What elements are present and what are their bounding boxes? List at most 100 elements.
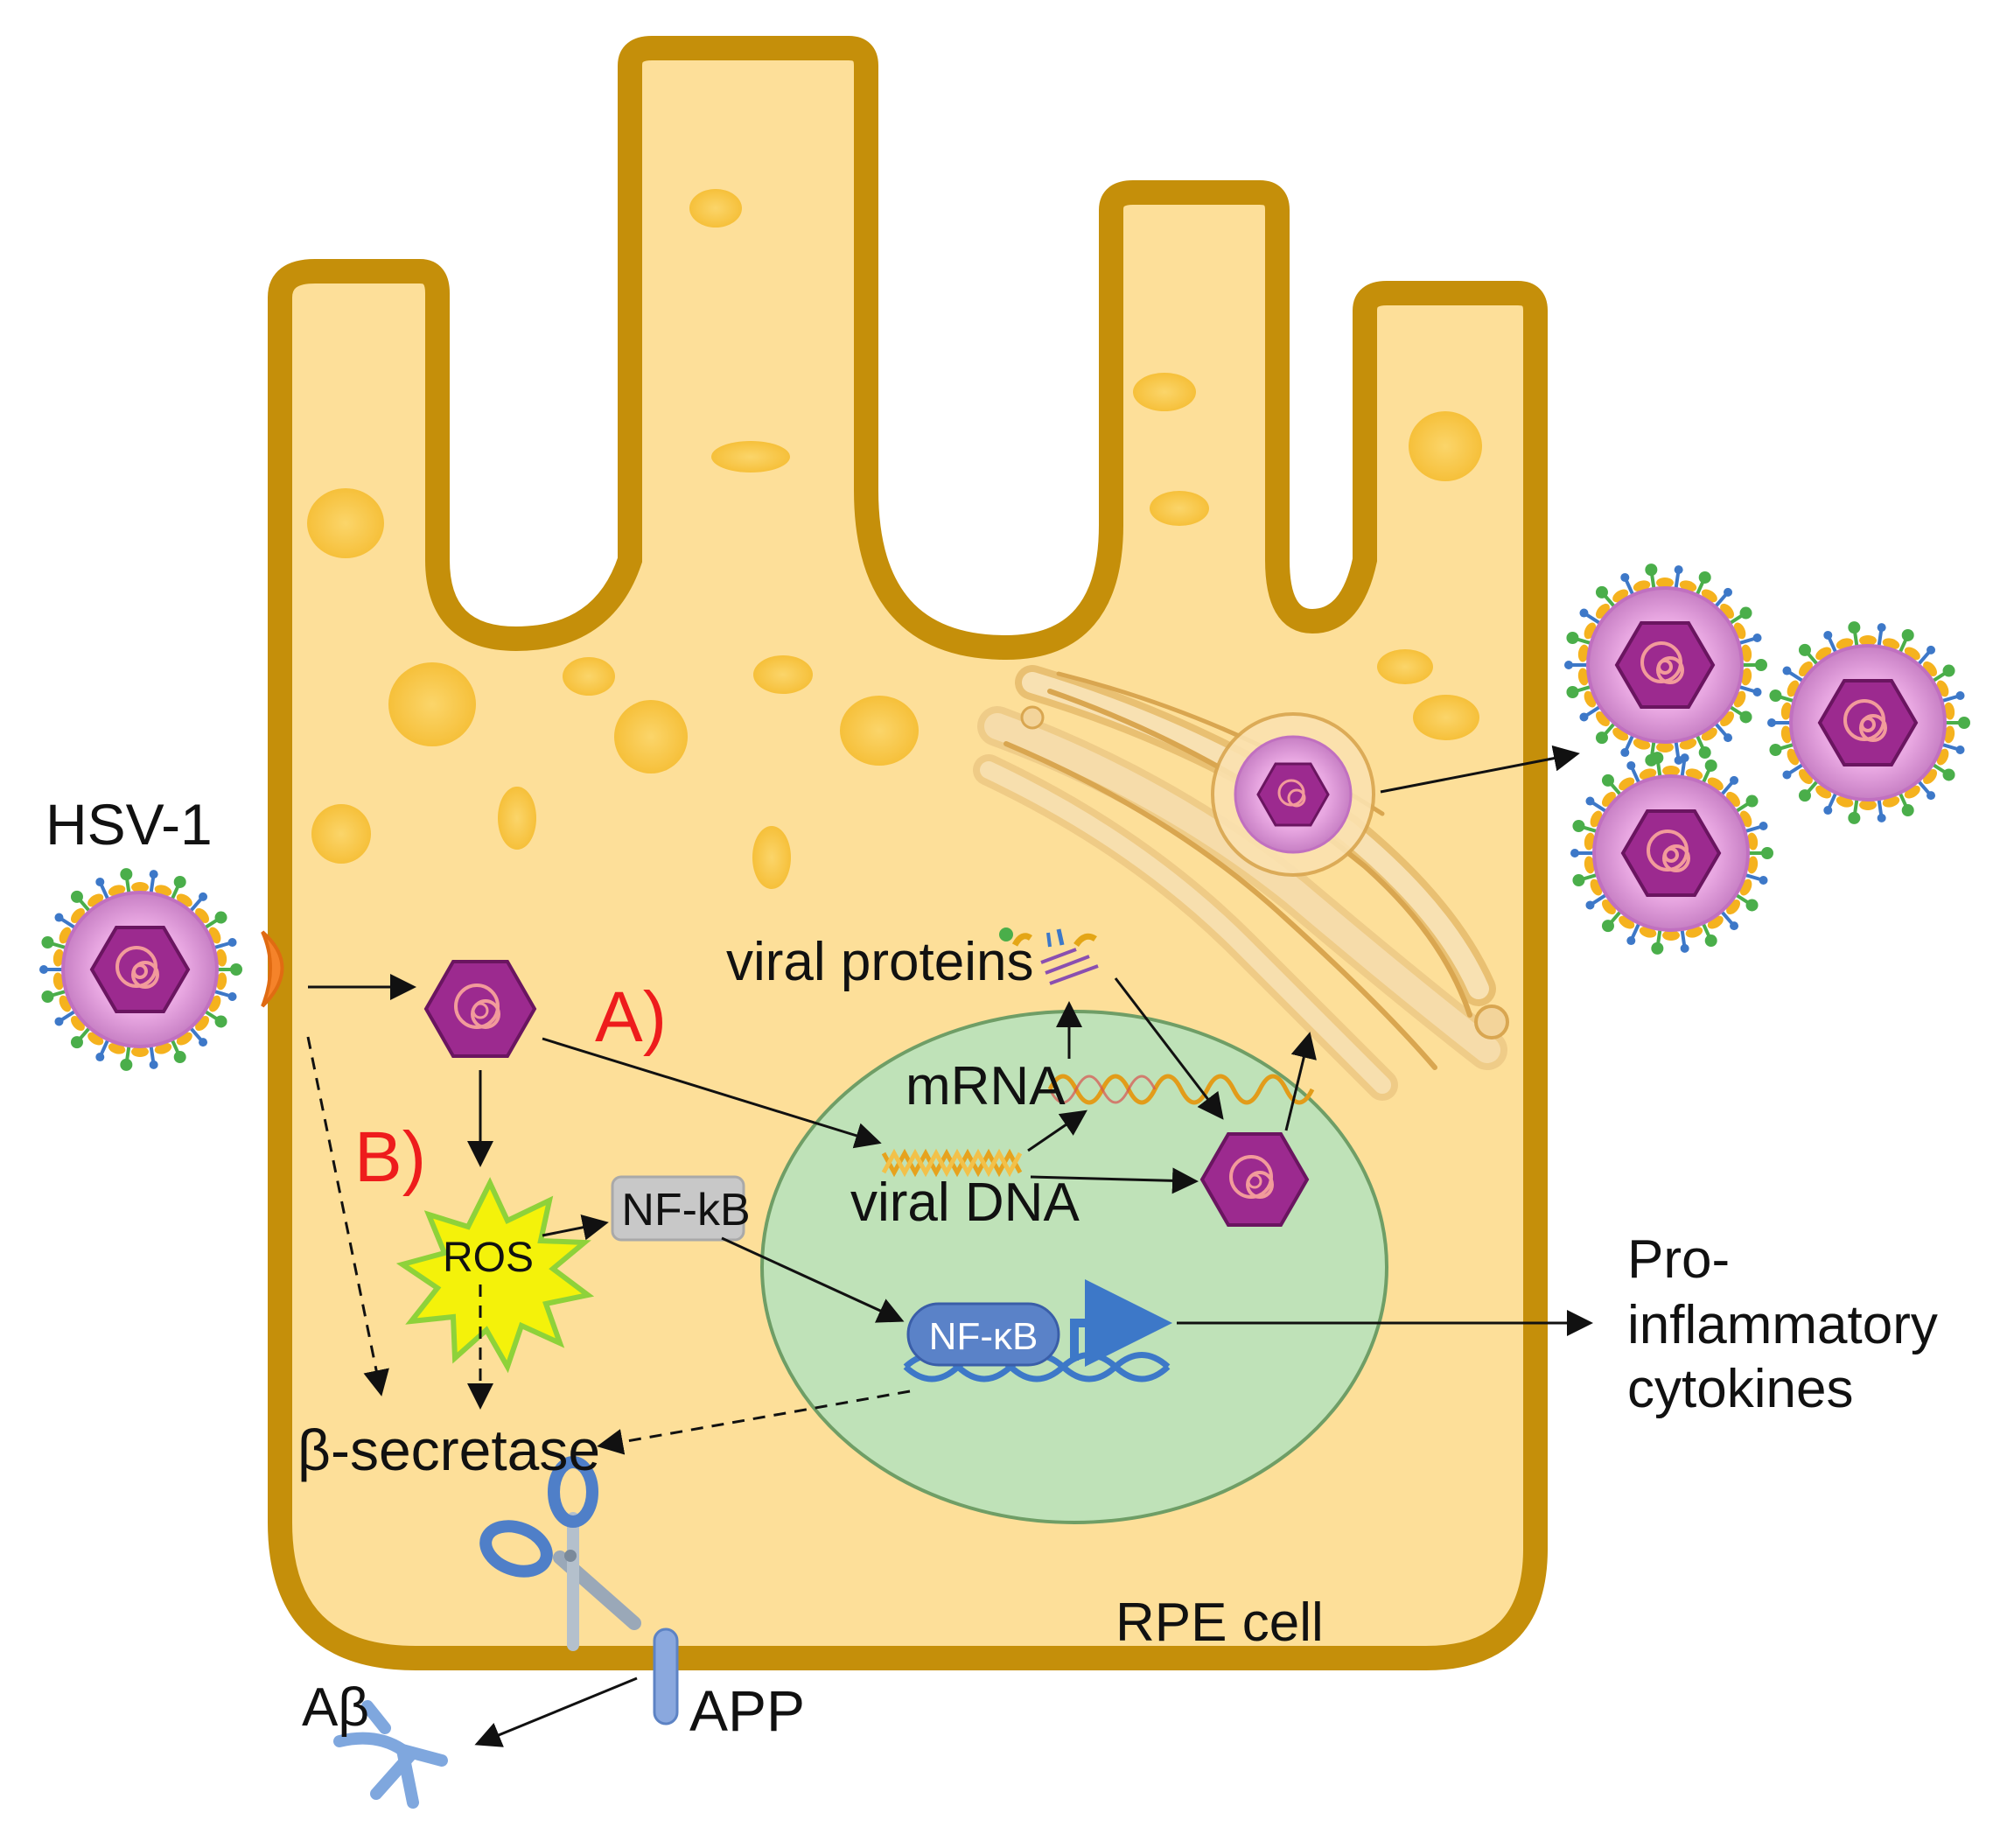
enveloped-virion-golgi-icon [1211, 712, 1375, 877]
spike-tip [1877, 813, 1886, 822]
spike-tip [1942, 768, 1955, 781]
dashed-arrow-virus-to-secretase [306, 1036, 389, 1396]
spike-tip [1620, 748, 1630, 758]
spike-tip [1759, 822, 1768, 831]
spike-tip [1595, 585, 1608, 598]
spike-tip [1579, 608, 1589, 618]
viral-genome [1860, 717, 1876, 732]
ros-burst-icon [395, 1177, 595, 1374]
spike-tip [120, 1058, 133, 1071]
spike-tip [1698, 570, 1711, 584]
spike-tip [1585, 796, 1595, 806]
tegument-protein [1740, 644, 1752, 662]
tegument-protein [1780, 725, 1793, 744]
spike-tip [1724, 587, 1733, 597]
spike-tip [173, 1051, 186, 1064]
spike-tip [1572, 820, 1585, 833]
spike-tip [41, 990, 54, 1003]
cytokines-label-line2: inflammatory [1627, 1295, 1938, 1355]
spike-tip [1570, 849, 1579, 858]
spike-tip [1730, 775, 1739, 785]
spike-tip [70, 890, 83, 903]
spike-tip [1745, 899, 1759, 912]
spike-tip [1601, 920, 1614, 933]
spike-tip [1626, 760, 1636, 770]
spike-tip [227, 938, 237, 948]
spike-tip [1730, 921, 1739, 931]
spike-tip [41, 936, 54, 949]
spike-tip [1942, 664, 1955, 677]
spike-tip [54, 1017, 64, 1026]
spike-tip [1823, 806, 1833, 816]
tegument-protein [215, 948, 227, 967]
spike-tip [199, 892, 208, 901]
arrow-app-to-abeta [474, 1676, 638, 1747]
tegument-protein [1740, 668, 1752, 686]
tegument-protein [1662, 766, 1680, 776]
spike-tip [1680, 943, 1689, 953]
viral-genome [1663, 847, 1679, 863]
viral-proteins-icon [999, 928, 1099, 985]
spike-tip [1651, 942, 1664, 955]
ros-label: ROS [443, 1235, 534, 1281]
app-protein-icon [653, 1628, 679, 1726]
spike-tip [1674, 565, 1683, 575]
tegument-protein [1859, 800, 1877, 810]
mrna-label: mRNA [906, 1056, 1066, 1116]
spike-tip [1745, 794, 1759, 808]
viral-dna-label: viral DNA [850, 1172, 1080, 1233]
spike-tip [1572, 873, 1585, 886]
tegument-protein [131, 882, 149, 892]
spike-tip [1769, 743, 1782, 756]
tegument-protein [1859, 635, 1877, 646]
abeta-fibril-icon [333, 1700, 448, 1809]
spike-tip [1823, 630, 1833, 640]
released-virion-icon [1570, 752, 1773, 955]
tegument-protein [1943, 702, 1955, 720]
mrna-strand-icon [1047, 1074, 1315, 1105]
arrow-to-viral-dna [542, 1037, 882, 1149]
spike-tip [173, 875, 186, 888]
spike-tip [1651, 752, 1664, 765]
spike-tip [1739, 606, 1752, 620]
viral-proteins-label: viral proteins [726, 932, 1033, 992]
tegument-protein [1746, 856, 1759, 874]
spike-tip [1585, 900, 1595, 910]
viral-capsid-icon [1199, 1132, 1310, 1227]
spike-tip [1698, 746, 1711, 760]
tegument-protein [52, 972, 65, 990]
arrow-ros-to-nfkb [542, 1214, 609, 1241]
spike-tip [1955, 745, 1965, 754]
spike-tip [1927, 791, 1936, 801]
spike-tip [199, 1038, 208, 1047]
spike-tip [1798, 789, 1811, 802]
tegument-protein [52, 948, 65, 967]
spike-tip [1901, 804, 1914, 817]
pathway-arrows [306, 745, 1593, 1747]
pathway-a-label: A) [595, 977, 667, 1057]
spike-tip [1566, 632, 1579, 645]
spike-tip [1927, 645, 1936, 654]
capsid [1817, 679, 1919, 766]
cytokines-label-line3: cytokines [1627, 1359, 1853, 1419]
nfkb-nucleus-label: NF-κB [929, 1315, 1038, 1358]
tegument-protein [1584, 856, 1596, 874]
spike-tip [1752, 634, 1762, 643]
spike-tip [227, 991, 237, 1001]
cytoplasmic-vesicles [307, 189, 1482, 889]
spike-tip [1782, 666, 1792, 676]
tegument-protein [1577, 644, 1590, 662]
spike-tip [214, 1015, 227, 1028]
spike-tip [1595, 732, 1608, 745]
spike-tip [1601, 774, 1614, 787]
tegument-protein [1584, 832, 1596, 850]
tegument-protein [1943, 725, 1955, 744]
scissors-icon [479, 1456, 641, 1651]
tegument-protein [1746, 832, 1759, 850]
spike-tip [1958, 717, 1970, 729]
spike-tip [1704, 934, 1717, 948]
spike-tip [1724, 733, 1733, 743]
tegument-protein [1662, 930, 1680, 941]
tegument-protein [1780, 702, 1793, 720]
